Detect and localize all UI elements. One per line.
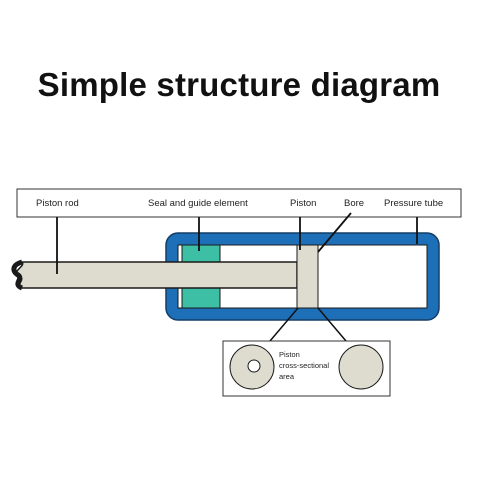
label-pressure-tube: Pressure tube — [384, 198, 443, 209]
label-piston-rod: Piston rod — [36, 198, 79, 209]
piston — [296, 244, 319, 309]
leader-bore — [317, 212, 352, 253]
inset-connector-right — [317, 307, 347, 342]
piston-full-section — [338, 344, 384, 390]
inset-label-line3: area — [279, 372, 295, 381]
label-bar — [16, 188, 462, 218]
rod-hole — [247, 359, 261, 373]
inset-label-line2: cross-sectional — [279, 361, 329, 370]
diagram-title: Simple structure diagram — [37, 66, 441, 103]
label-seal-guide: Seal and guide element — [148, 198, 248, 209]
label-piston: Piston — [290, 198, 316, 209]
inset-connector-left — [269, 307, 299, 342]
piston-rod — [15, 261, 298, 289]
rod-end-cap — [11, 259, 24, 291]
label-bore: Bore — [344, 198, 364, 209]
inset-label-line1: Piston — [279, 350, 300, 359]
